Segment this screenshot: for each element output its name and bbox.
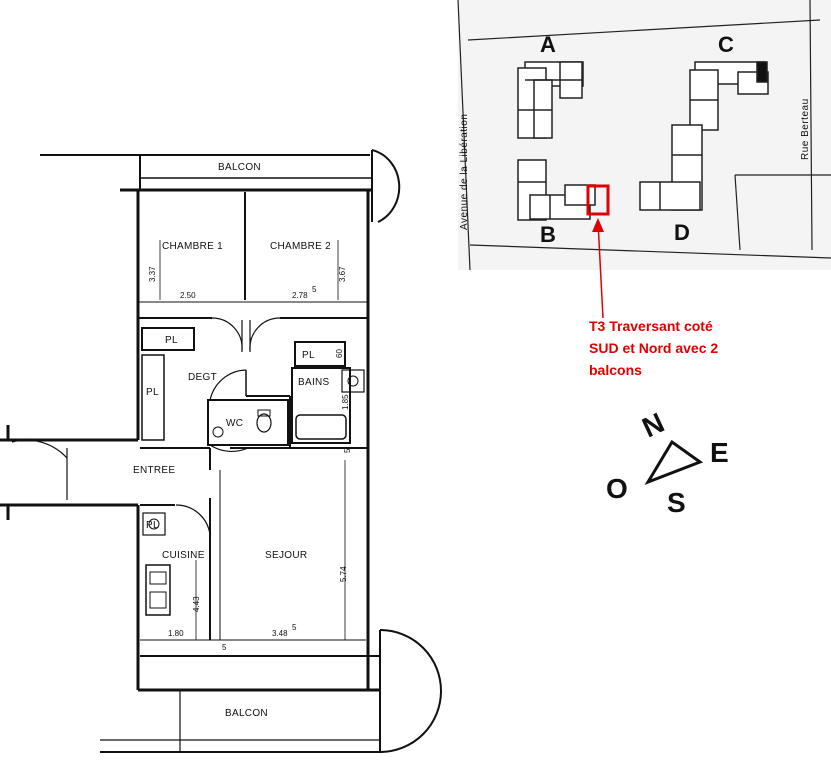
room-label-degt: DEGT <box>188 372 217 383</box>
building-d <box>639 124 703 211</box>
annotation-arrow-line <box>597 221 604 319</box>
dim-mid-5: 5 <box>222 643 227 652</box>
room-label-chambre-2: CHAMBRE 2 <box>270 241 331 252</box>
dim-sejour-width-sup: 5 <box>292 623 297 632</box>
building-a <box>517 61 584 139</box>
dim-chambre1-width: 2.50 <box>180 291 196 300</box>
block-label-c: C <box>718 32 734 57</box>
room-label-pl-3: PL <box>146 387 159 398</box>
dim-pl-60: 60 <box>335 349 344 358</box>
compass-rose: N E O S <box>606 407 729 518</box>
dim-cuisine-443: 4.43 <box>192 596 201 612</box>
dim-sejour-574: 5.74 <box>339 566 348 582</box>
annotation: T3 Traversant coté SUD et Nord avec 2 ba… <box>589 218 718 378</box>
block-label-b: B <box>540 222 556 247</box>
room-label-chambre-1: CHAMBRE 1 <box>162 241 223 252</box>
compass-south: S <box>667 487 686 518</box>
room-label-balcon-top: BALCON <box>218 162 261 173</box>
annotation-line-1: T3 Traversant coté <box>589 318 713 334</box>
street-label-avenue-liberation: Avenue de la Libération <box>459 114 470 230</box>
floor-plan-labels: BALCON CHAMBRE 1 CHAMBRE 2 PL PL PL PL D… <box>133 162 352 719</box>
site-plan: A B C D Avenue de la Libération Rue Bert… <box>457 0 831 271</box>
room-label-pl-4: PL <box>146 520 159 531</box>
room-label-sejour: SEJOUR <box>265 550 307 561</box>
annotation-line-2: SUD et Nord avec 2 <box>589 340 718 356</box>
dim-sejour-width: 3.48 <box>272 629 288 638</box>
room-label-pl-1: PL <box>165 335 178 346</box>
highlighted-apartment-marker <box>586 184 610 216</box>
compass-triangle <box>644 439 704 485</box>
block-label-d: D <box>674 220 690 245</box>
dim-bains-185: 1.85 <box>341 394 350 410</box>
dim-bains-5: 5 <box>343 448 352 453</box>
dim-chambre2-width-sup: 5 <box>312 285 317 294</box>
room-label-entree: ENTREE <box>133 465 175 476</box>
room-label-balcon-bottom: BALCON <box>225 708 268 719</box>
annotation-arrowhead <box>592 218 604 232</box>
dim-chambre2-width: 2.78 <box>292 291 308 300</box>
street-label-rue-berteau: Rue Berteau <box>800 98 811 160</box>
compass-east: E <box>710 437 729 468</box>
room-label-wc: WC <box>226 418 243 429</box>
dim-cuisine-width: 1.80 <box>168 629 184 638</box>
annotation-line-3: balcons <box>589 362 642 378</box>
dim-chambre1-height: 3.37 <box>148 266 157 282</box>
building-c <box>689 61 769 131</box>
room-label-pl-2: PL <box>302 350 315 361</box>
block-label-a: A <box>540 32 556 57</box>
compass-west: O <box>606 473 628 504</box>
dim-chambre2-height: 3.67 <box>338 266 347 282</box>
floor-plan <box>0 149 442 753</box>
compass-north: N <box>637 407 668 444</box>
room-label-bains: BAINS <box>298 377 330 388</box>
room-label-cuisine: CUISINE <box>162 550 205 561</box>
